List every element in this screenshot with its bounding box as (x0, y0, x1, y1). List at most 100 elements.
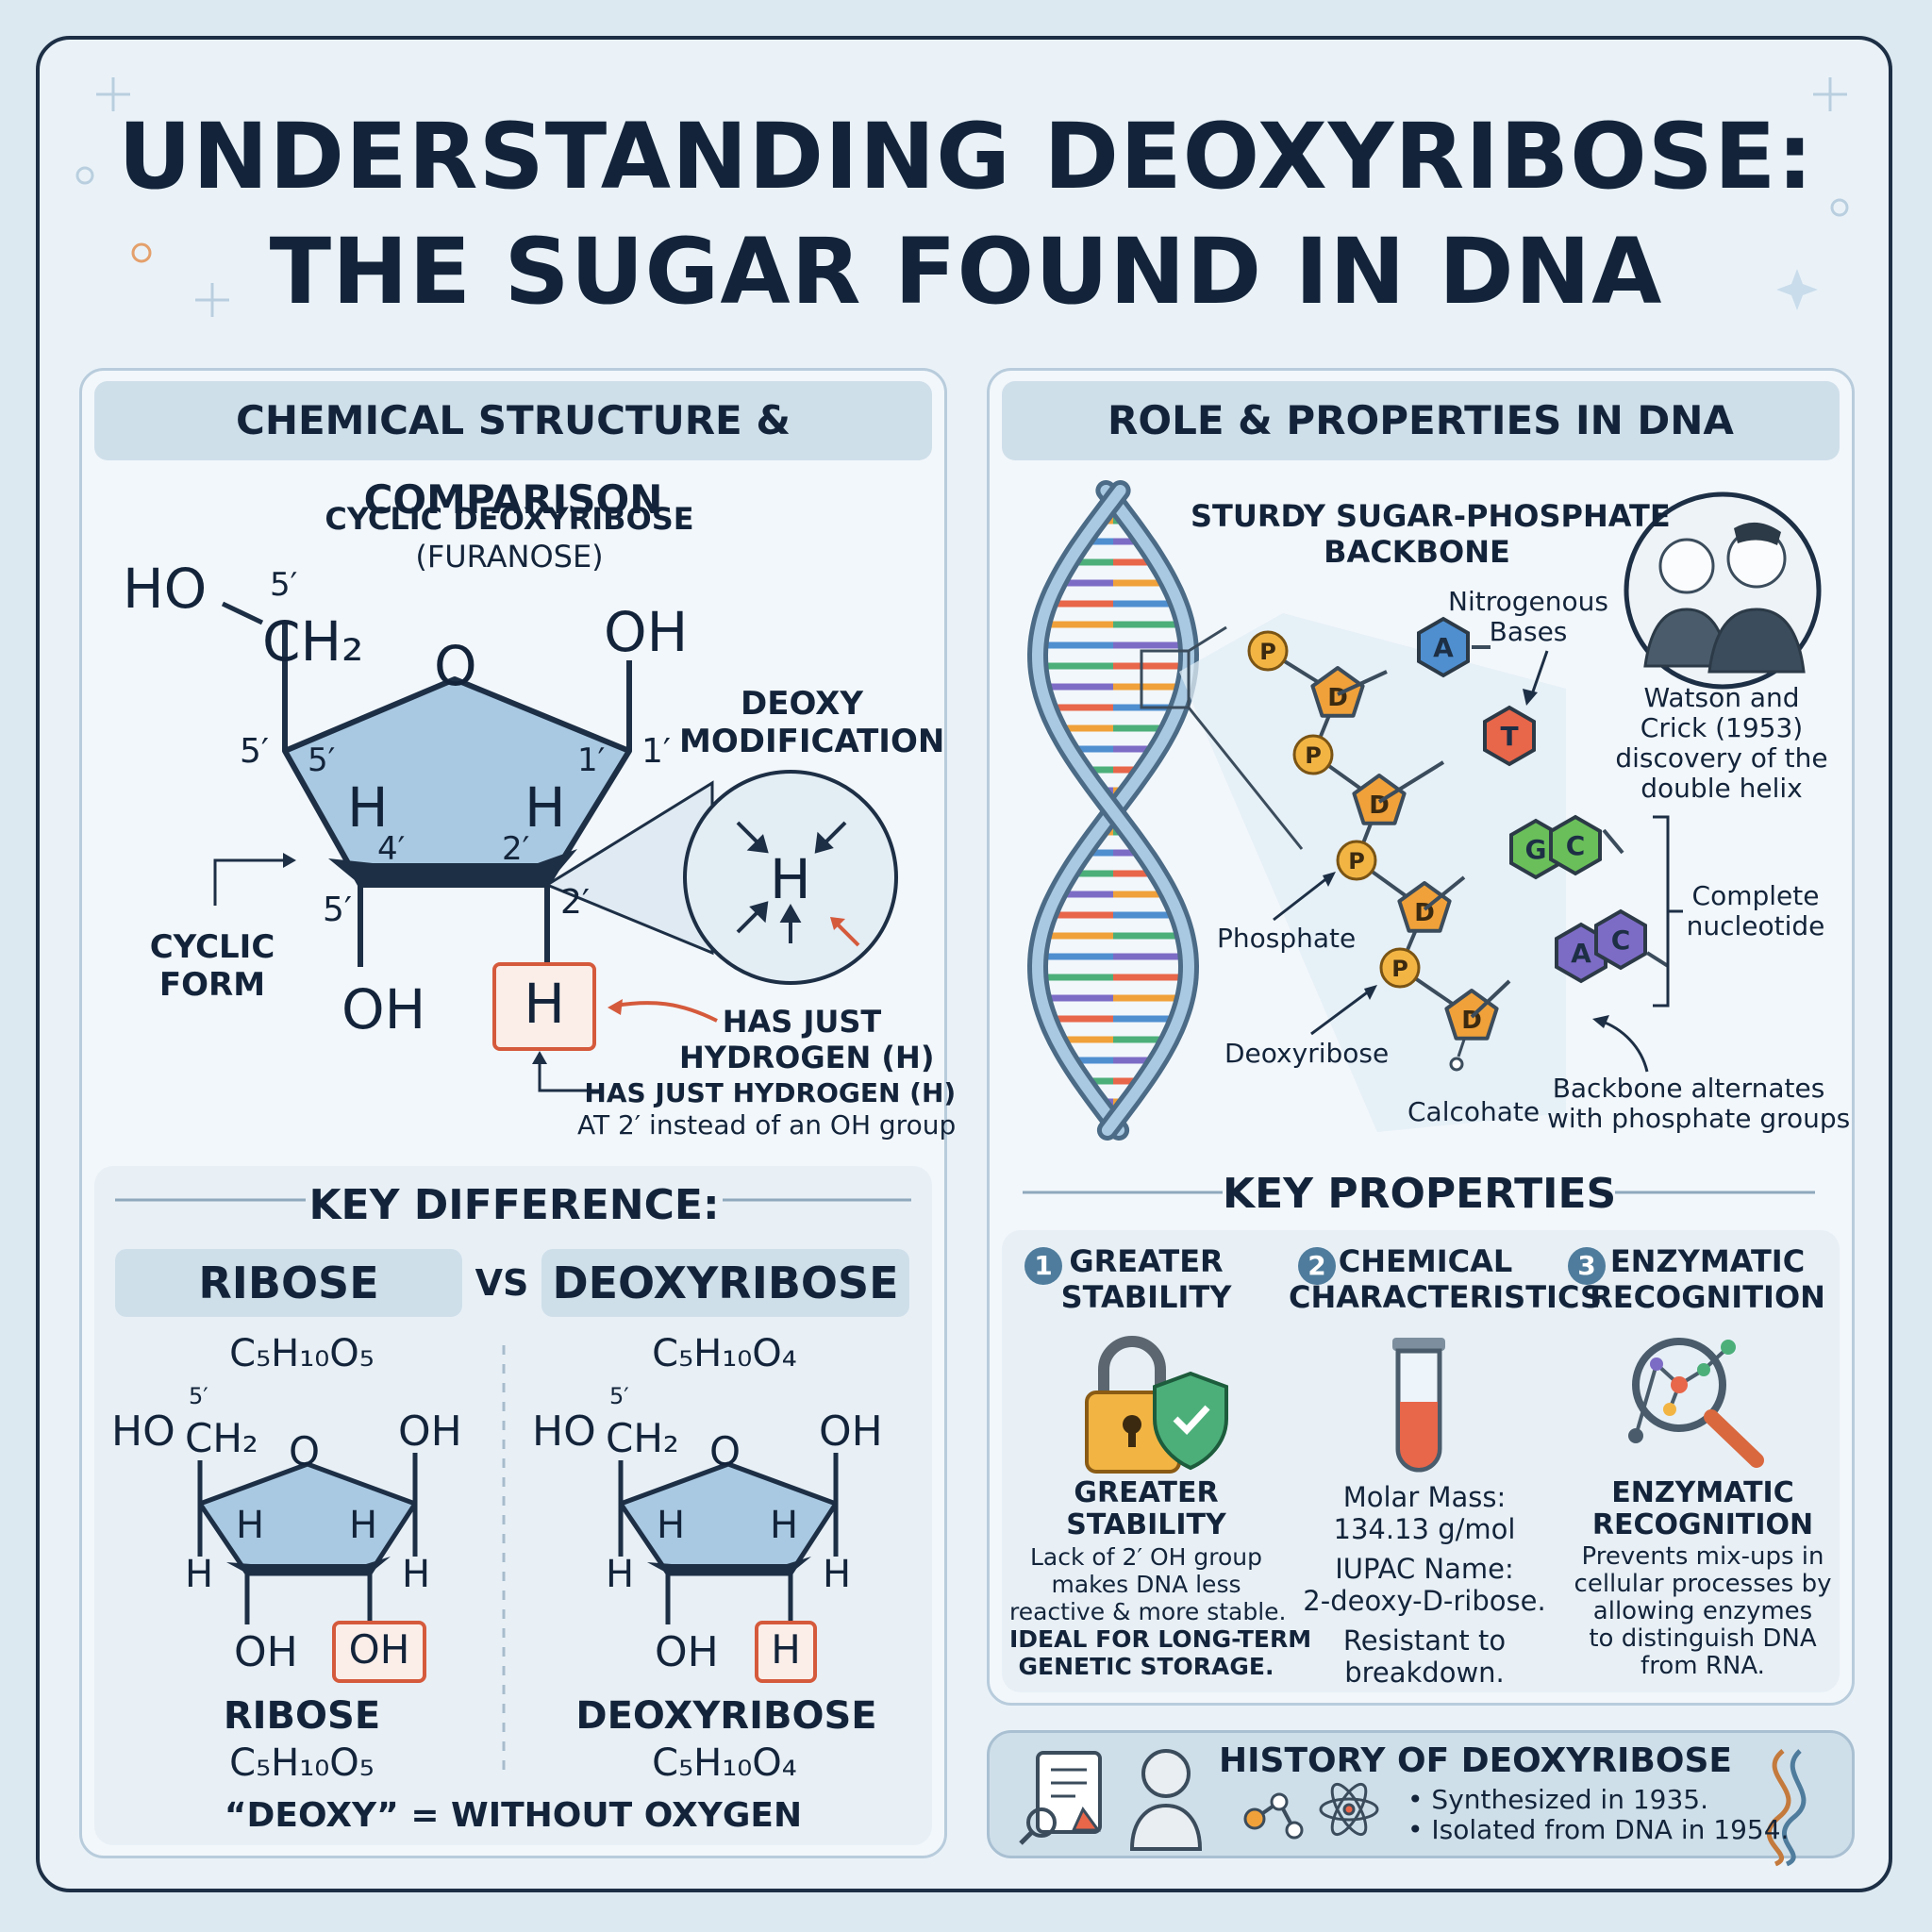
deoxyribose-oxygen: O (709, 1428, 741, 1474)
ribose-boxed-oh: OH (348, 1626, 410, 1673)
key-difference-heading: KEY DIFFERENCE: (308, 1181, 720, 1229)
base-letter: C (1611, 924, 1631, 956)
deoxy-h-highlight-box (492, 962, 596, 1051)
ring-h-right: H (525, 775, 566, 840)
has-just-line-2: HYDROGEN (H) (679, 1040, 935, 1075)
ribose-ch2: CH₂ (185, 1415, 258, 1461)
has-just-line-1: HAS JUST (722, 1004, 882, 1040)
deoxyribose-pentagon (1397, 881, 1452, 933)
document-magnifier-icon (1019, 1751, 1102, 1845)
base-letter: T (1500, 721, 1518, 752)
deoxyribose-boxed-h: H (771, 1626, 801, 1673)
ribose-formula-2: C₅H₁₀O₅ (229, 1741, 375, 1785)
key-properties-heading: KEY PROPERTIES (1223, 1170, 1617, 1218)
iupac-value: 2-deoxy-D-ribose. (1303, 1585, 1546, 1617)
property-1-body-line-1: Lack of 2′ OH group (1029, 1543, 1263, 1571)
hydrogen-note: HAS JUST HYDROGEN (H) AT 2′ instead of a… (577, 1077, 956, 1141)
ribose-oh-right: OH (398, 1407, 462, 1456)
property-3-body: Prevents mix-ups in cellular processes b… (1566, 1543, 1840, 1680)
property-3-body-line-1: Prevents mix-ups in (1581, 1542, 1824, 1571)
watson-line-3: discovery of the (1615, 742, 1828, 774)
deoxy-line-2: MODIFICATION (679, 723, 945, 760)
left-panel-header: CHEMICAL STRUCTURE & COMPARISON (94, 381, 932, 523)
base-bond (1470, 979, 1511, 1019)
scientist-icon (1129, 1749, 1203, 1851)
ribose-tab: RIBOSE (115, 1249, 462, 1317)
property-1-title: GREATER STABILITY (1047, 1243, 1245, 1315)
base-bond (1645, 951, 1670, 968)
deoxy-line-1: DEOXY (741, 685, 863, 723)
property-3-heading-line-1: ENZYMATIC (1611, 1476, 1794, 1509)
phosphate-letter: P (1391, 956, 1408, 982)
ring-c1-inner: 1′ (577, 741, 606, 779)
property-1-bold-line-2: GENETIC STORAGE. (1018, 1653, 1274, 1680)
ring-c5-top-label: 5′ (270, 566, 298, 604)
phosphate-label: Phosphate (1217, 923, 1357, 954)
zoom-line-top (1188, 625, 1227, 653)
property-1-body-line-2: makes DNA less (1051, 1571, 1241, 1598)
backbone-heading: STURDY SUGAR-PHOSPHATE BACKBONE (1191, 498, 1671, 570)
phosphate-letter: P (1305, 742, 1322, 769)
ribose-formula: C₅H₁₀O₅ (229, 1332, 375, 1375)
property-2-title: CHEMICAL CHARACTERISTICS (1289, 1243, 1603, 1315)
helix-strand-2-highlight (1031, 485, 1195, 1136)
cyclic-form-label: CYCLIC FORM (142, 928, 283, 1004)
deoxyribose-h1: H (657, 1504, 686, 1547)
calcohate-label: Calcohate (1407, 1096, 1541, 1127)
backbone-alternates-arrow (1599, 1019, 1649, 1073)
main-title: UNDERSTANDING DEOXYRIBOSE: THE SUGAR FOU… (0, 99, 1932, 329)
deoxyribose-h-right: H (823, 1553, 852, 1596)
ribose-c5: 5′ (189, 1383, 208, 1409)
backbone-end (1449, 1057, 1464, 1072)
ring-c5-left-inner: 5′ (308, 741, 336, 779)
nitrogenous-bases-arrow (1530, 650, 1549, 695)
deoxyribose-formula: C₅H₁₀O₄ (652, 1332, 797, 1375)
nitrogenous-base (1483, 705, 1536, 767)
deoxyribose-oh-bottom: OH (655, 1628, 719, 1676)
nitrogenous-bases-label: Nitrogenous Bases (1434, 587, 1623, 647)
title-line-2: THE SUGAR FOUND IN DNA (269, 219, 1663, 325)
property-1-bold-line-1: IDEAL FOR LONG-TERM (1009, 1625, 1312, 1653)
deoxyribose-c5: 5′ (609, 1383, 629, 1409)
base-letter: C (1566, 830, 1586, 861)
backbone-alternates-arrow-head (1592, 1015, 1609, 1028)
deoxyribose-h-left: H (606, 1553, 635, 1596)
property-1-badge: 1 (1024, 1247, 1062, 1285)
cyclic-line-1: CYCLIC (149, 928, 275, 966)
ring-h-left: H (347, 775, 389, 840)
watson-line-4: double helix (1641, 773, 1803, 804)
deoxyribose-h-highlight-box (755, 1621, 817, 1683)
note-line-1: HAS JUST HYDROGEN (H) (584, 1077, 957, 1108)
history-item-2: • Isolated from DNA in 1954. (1407, 1814, 1790, 1845)
ring-ch2-label: CH₂ (262, 609, 364, 674)
alt-line-2: with phosphate groups (1547, 1103, 1851, 1134)
nitrogenous-base (1549, 814, 1602, 876)
history-title: HISTORY OF DEOXYRIBOSE (1219, 1741, 1732, 1780)
property-3-body-line-2: cellular processes by (1574, 1570, 1832, 1598)
property-3-heading-line-2: RECOGNITION (1591, 1508, 1814, 1541)
ring-c5-left-outer: 5′ (240, 732, 270, 771)
property-2-badge: 2 (1298, 1247, 1336, 1285)
molar-mass-value: 134.13 g/mol (1333, 1513, 1516, 1545)
property-1-body-line-3: reactive & more stable. (1009, 1598, 1287, 1625)
alt-line-1: Backbone alternates (1552, 1073, 1825, 1104)
ribose-ring-body (197, 1461, 418, 1576)
phosphate-circle (1379, 947, 1421, 989)
history-list: • Synthesized in 1935. • Isolated from D… (1407, 1785, 1789, 1845)
phosphate-letter: P (1348, 848, 1365, 874)
iupac-label: IUPAC Name: (1335, 1553, 1514, 1585)
property-1-body: Lack of 2′ OH group makes DNA less react… (1009, 1543, 1312, 1680)
atom-icon (1319, 1782, 1379, 1837)
property-2-title-line-2: CHARACTERISTICS (1289, 1279, 1603, 1315)
ring-c2-inner: 2′ (502, 830, 530, 868)
ring-c1-outer: 1′ (641, 732, 672, 771)
property-1-heading-line-2: STABILITY (1066, 1508, 1226, 1541)
zoom-source-box (1140, 649, 1191, 709)
ring-c5-lower: 5′ (323, 891, 353, 929)
nitro-line-1: Nitrogenous (1448, 586, 1608, 617)
resistance-line-1: Resistant to (1342, 1624, 1507, 1657)
ribose-mini-ring (197, 1453, 418, 1624)
